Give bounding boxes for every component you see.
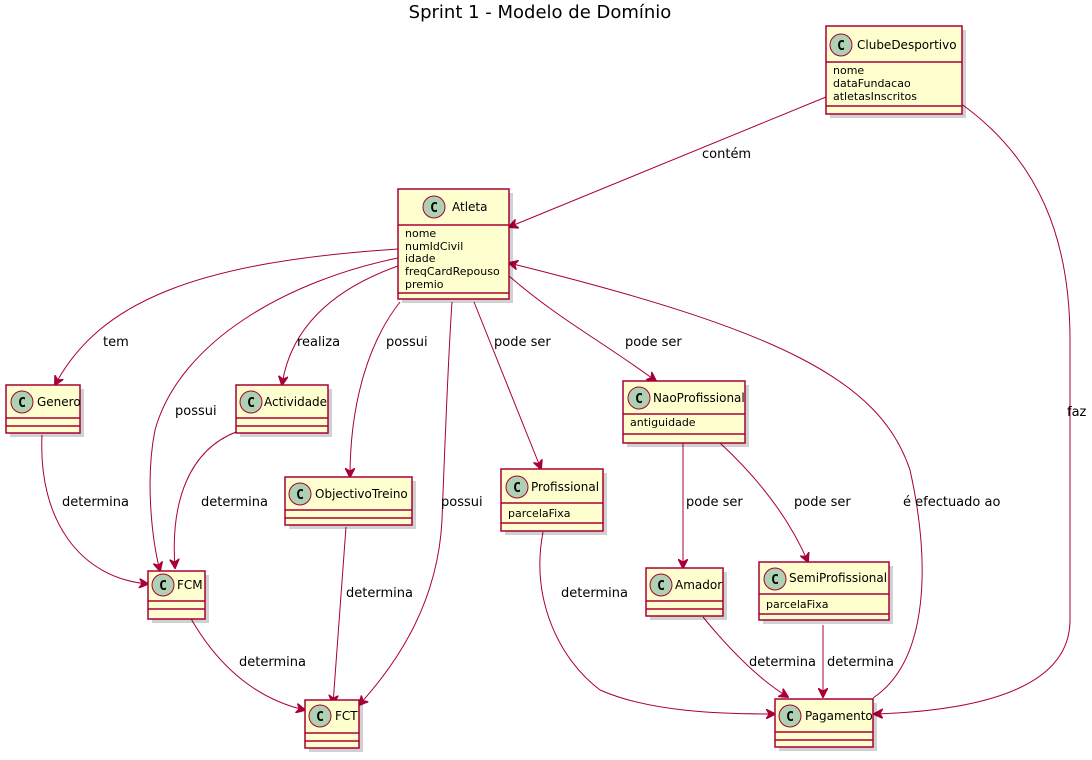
class-name: Actividade [264, 395, 327, 409]
edge-atleta-naoprof [508, 275, 656, 381]
svg-text:C: C [635, 392, 643, 407]
label-determina-objectivo: determina [346, 586, 413, 601]
svg-text:C: C [430, 201, 438, 216]
class-genero[interactable]: C Genero [5, 384, 84, 437]
svg-text:C: C [296, 488, 304, 503]
class-atleta[interactable]: C Atleta nome numIdCivil idade freqCardR… [397, 188, 513, 303]
svg-text:C: C [247, 396, 255, 411]
class-pagamento[interactable]: C Pagamento [774, 698, 877, 751]
class-name: ObjectivoTreino [315, 487, 408, 501]
label-possui-objectivo: possui [386, 335, 428, 350]
label-determina-actividade: determina [201, 495, 268, 510]
class-attribute: nome [833, 64, 864, 77]
class-attribute: idade [405, 252, 436, 265]
label-pode-ser-naoprof: pode ser [625, 335, 682, 350]
edge-clube-atleta [509, 96, 827, 227]
class-amador[interactable]: C Amador [645, 567, 727, 620]
class-attribute: dataFundacao [833, 77, 911, 90]
label-efectuado-ao: é efectuado ao [903, 495, 1000, 510]
class-attribute: atletasInscritos [833, 90, 917, 103]
edge-atleta-fct [359, 301, 453, 705]
class-profissional[interactable]: C Profissional parcelaFixa [500, 468, 607, 535]
edge-fcm-fct [189, 616, 305, 710]
class-fct[interactable]: C FCT [304, 699, 363, 752]
class-name: Profissional [531, 480, 599, 494]
edge-actividade-fcm [174, 431, 237, 568]
svg-text:C: C [786, 710, 794, 725]
class-name: Amador [675, 578, 722, 592]
edge-atleta-profissional [473, 301, 541, 469]
label-possui-fct: possui [441, 495, 483, 510]
class-attribute: parcelaFixa [766, 598, 828, 611]
class-name: Pagamento [805, 709, 873, 723]
class-semiprofissional[interactable]: C SemiProfissional parcelaFixa [758, 561, 893, 624]
edge-pagamento-atleta [509, 263, 923, 699]
class-name: Genero [37, 395, 81, 409]
svg-text:C: C [771, 573, 779, 588]
edge-atleta-actividade [282, 265, 399, 385]
diagram-title: Sprint 1 - Modelo de Domínio [409, 2, 672, 23]
class-name: FCM [177, 578, 203, 592]
label-determina-fcm: determina [239, 655, 306, 670]
class-attribute: freqCardRepouso [405, 265, 500, 278]
edge-amador-pagamento [702, 616, 788, 697]
edge-clube-pagamento [874, 102, 1071, 714]
label-determina-semiprof: determina [827, 655, 894, 670]
class-attribute: parcelaFixa [508, 507, 570, 520]
class-name: SemiProfissional [789, 571, 887, 585]
class-attribute: nome [405, 227, 436, 240]
label-pode-ser-semiprof: pode ser [794, 495, 851, 510]
relations [41, 96, 1071, 714]
edge-atleta-genero [55, 248, 399, 385]
svg-text:C: C [18, 396, 26, 411]
edge-naoprof-semiprof [719, 442, 808, 562]
label-realiza: realiza [297, 335, 340, 350]
class-name: FCT [335, 709, 358, 723]
edge-genero-fcm [41, 434, 148, 584]
class-name: NaoProfissional [653, 391, 745, 405]
label-determina-profissional: determina [561, 586, 628, 601]
svg-text:C: C [837, 39, 845, 54]
class-name: ClubeDesportivo [857, 38, 957, 52]
class-naoprofissional[interactable]: C NaoProfissional antiguidade [622, 380, 749, 447]
class-clubedesportivo[interactable]: C ClubeDesportivo nome dataFundacao atle… [825, 25, 966, 118]
edge-atleta-objectivo [350, 301, 401, 477]
label-contem: contém [702, 147, 751, 162]
label-possui-fcm: possui [175, 404, 217, 419]
class-fcm[interactable]: C FCM [147, 570, 209, 623]
class-attribute: antiguidade [630, 416, 696, 429]
label-pode-ser-amador: pode ser [686, 495, 743, 510]
edge-atleta-fcm [149, 257, 399, 571]
class-actividade[interactable]: C Actividade [235, 384, 332, 437]
label-pode-ser-profissional: pode ser [494, 335, 551, 350]
edge-objectivo-fct [333, 526, 347, 704]
svg-text:C: C [159, 579, 167, 594]
label-determina-amador: determina [749, 655, 816, 670]
class-attribute: numIdCivil [405, 240, 463, 253]
relation-labels: contém faz tem realiza possui pode ser p… [62, 147, 1087, 670]
class-attribute: premio [405, 278, 444, 291]
class-name: Atleta [452, 200, 487, 214]
class-objectivotreino[interactable]: C ObjectivoTreino [284, 476, 416, 529]
svg-text:C: C [513, 481, 521, 496]
label-faz: faz [1067, 405, 1087, 420]
svg-text:C: C [316, 710, 324, 725]
edge-profissional-pagamento [539, 531, 775, 714]
svg-text:C: C [657, 579, 665, 594]
label-tem: tem [103, 335, 129, 350]
label-determina-genero: determina [62, 495, 129, 510]
